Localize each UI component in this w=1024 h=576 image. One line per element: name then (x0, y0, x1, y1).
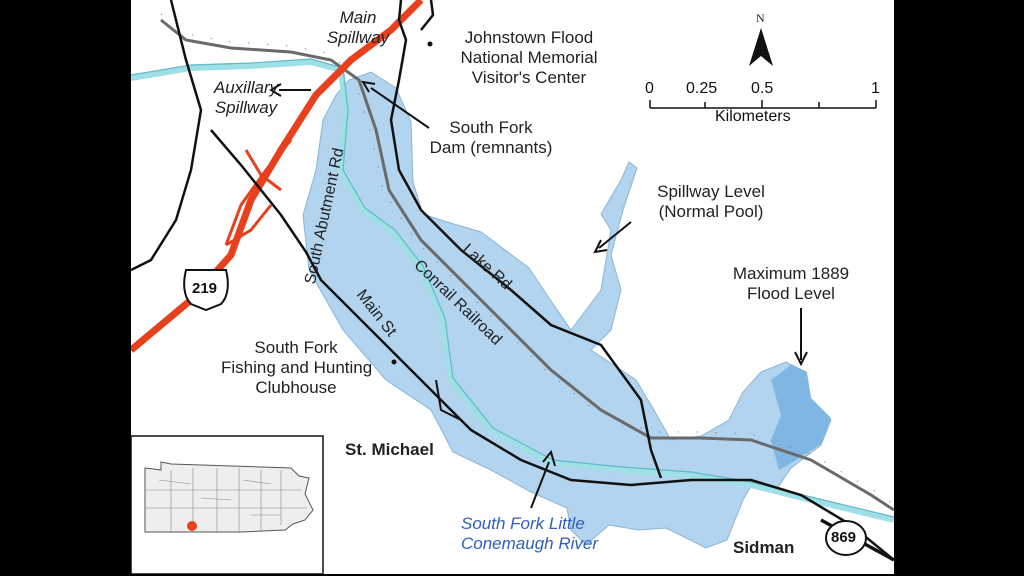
clubhouse-label-line3: Clubhouse (255, 378, 337, 397)
clubhouse-label-line2: Fishing and Hunting (221, 358, 373, 377)
scale-tick-1: 1 (871, 80, 880, 97)
visitor-center-label-line3: Visitor's Center (471, 68, 587, 87)
clubhouse-label-line1: South Fork (254, 338, 338, 357)
flood-level-label-line1: Maximum 1889 (732, 264, 850, 283)
dam-label: South Fork Dam (remnants) (421, 118, 561, 158)
pennsylvania-outline (144, 461, 314, 533)
auxillary-spillway-label: Auxillary Spillway (201, 78, 291, 118)
railroad (160, 18, 894, 512)
lake-road (389, 0, 663, 479)
river-label-line2: Conemaugh River (461, 534, 599, 553)
spillway-level-label: Spillway Level (Normal Pool) (636, 182, 786, 222)
south-abutment-road (131, 0, 203, 272)
auxillary-spillway-label-line2: Spillway (214, 98, 278, 117)
clubhouse-marker (391, 359, 397, 365)
river-label-line1: South Fork Little (461, 514, 585, 533)
dam-label-line1: South Fork (449, 118, 533, 137)
scale-tick-05: 0.5 (751, 80, 774, 97)
pennsylvania-counties (145, 468, 307, 532)
sidman-label: Sidman (733, 538, 795, 557)
north-label: N (756, 11, 765, 25)
visitor-center-label-line2: National Memorial (460, 48, 598, 67)
us-219-shield-label: 219 (192, 280, 218, 297)
map: Main Spillway Auxillary Spillway Johnsto… (131, 0, 894, 574)
max-flood-level-area (771, 365, 831, 470)
spillway-level-label-line2: (Normal Pool) (658, 202, 764, 221)
scale-tick-025: 0.25 (686, 80, 718, 97)
flood-level-label-line2: Flood Level (747, 284, 835, 303)
visitor-center-label: Johnstown Flood National Memorial Visito… (439, 28, 619, 88)
route-869-shield (825, 520, 867, 556)
clubhouse-label: South Fork Fishing and Hunting Clubhouse (221, 338, 373, 398)
main-spillway-label-line1: Main (339, 8, 377, 27)
callout-arrows (269, 80, 808, 509)
scale-unit-label: Kilometers (715, 108, 791, 125)
route-869-shield-label: 869 (831, 529, 857, 546)
main-spillway-label: Main Spillway (313, 8, 403, 48)
us-219-shield (183, 269, 229, 312)
flood-level-label: Maximum 1889 Flood Level (721, 264, 861, 304)
scale-bar (649, 100, 877, 109)
river (131, 58, 894, 523)
st-michael-label: St. Michael (345, 440, 434, 459)
flood-extent-area (302, 71, 832, 549)
map-canvas (131, 0, 894, 574)
auxillary-spillway-label-line1: Auxillary (213, 78, 279, 97)
location-marker (187, 521, 197, 531)
visitor-center-marker (427, 41, 433, 47)
dam-label-line2: Dam (remnants) (429, 138, 553, 157)
road-west (210, 129, 894, 561)
visitor-center-label-line1: Johnstown Flood (464, 28, 594, 47)
spillway-level-label-line1: Spillway Level (657, 182, 765, 201)
scale-tick-0: 0 (645, 80, 654, 97)
main-spillway-label-line2: Spillway (326, 28, 390, 47)
river-label: South Fork Little Conemaugh River (461, 514, 598, 554)
north-arrow-icon (749, 28, 773, 66)
